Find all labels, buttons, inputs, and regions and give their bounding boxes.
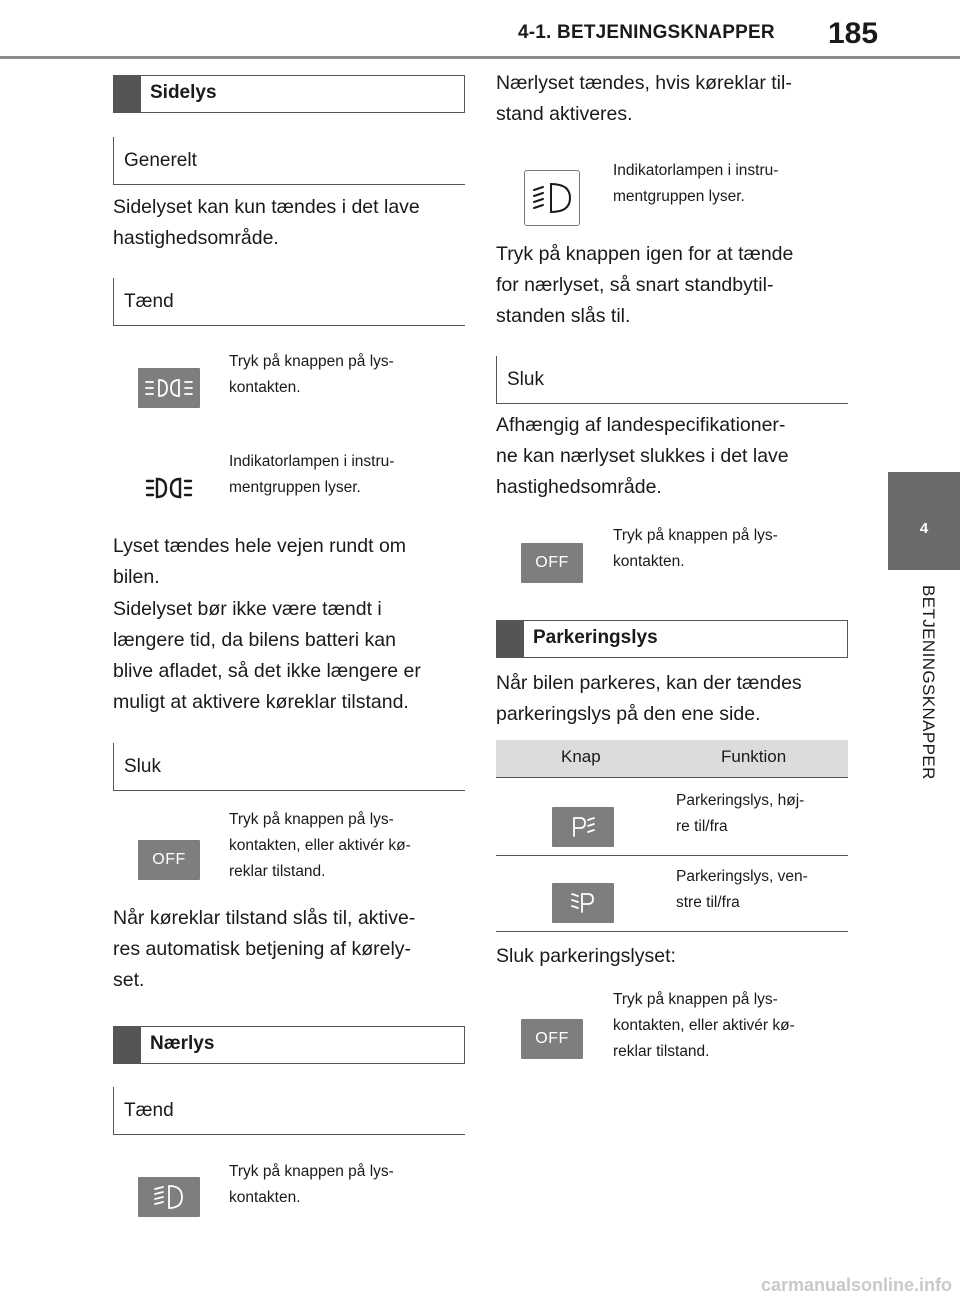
text-line: Tryk på knappen på lys- [613, 991, 778, 1008]
auto-operation-paragraph: Når køreklar tilstand slås til, aktive- … [113, 903, 473, 996]
off-button-icon: OFF [138, 840, 200, 880]
side-light-indicator-icon [145, 474, 195, 504]
text-line: Nærlyset tændes, hvis køreklar til- [496, 72, 792, 94]
text-line: Sidelyset bør ikke være tændt i [113, 598, 382, 620]
text-line: set. [113, 969, 145, 991]
text-line: mentgruppen lyser. [229, 479, 361, 496]
text-line: reklar tilstand. [613, 1043, 710, 1060]
text-line: Tryk på knappen på lys- [229, 353, 394, 370]
text-line: stre til/fra [676, 894, 740, 911]
side-light-button-icon [138, 368, 200, 408]
text-line: Tryk på knappen på lys- [229, 811, 394, 828]
parking-off-text: Tryk på knappen på lys- kontakten, eller… [613, 987, 795, 1065]
section-heading-parkeringslys: Parkeringslys [496, 620, 848, 658]
text-line: Når bilen parkeres, kan der tændes [496, 672, 802, 694]
text-line: Når køreklar tilstand slås til, aktive- [113, 907, 416, 929]
text-line: mentgruppen lyser. [613, 188, 745, 205]
text-line: Tryk på knappen igen for at tænde [496, 243, 794, 265]
text-line: Indikatorlampen i instru- [613, 162, 779, 179]
low-beam-press-text: Tryk på knappen på lys- kontakten. [229, 1159, 394, 1211]
text-line: Parkeringslys, høj- [676, 792, 805, 809]
section-title: Parkeringslys [533, 627, 658, 648]
parking-light-right-icon [552, 807, 614, 847]
text-line: Sluk parkeringslyset: [496, 945, 676, 967]
parking-paragraph: Når bilen parkeres, kan der tændes parke… [496, 668, 856, 730]
text-line: kontakten. [229, 379, 301, 396]
text-line: hastighedsområde. [496, 476, 662, 498]
column-header-funktion: Funktion [721, 747, 787, 766]
side-light-off-text: Tryk på knappen på lys- kontakten, eller… [229, 807, 411, 885]
generelt-paragraph: Sidelyset kan kun tændes i det lave hast… [113, 192, 473, 254]
country-spec-paragraph: Afhængig af landespecifikationer- ne kan… [496, 410, 856, 503]
text-line: kontakten, eller aktivér kø- [613, 1017, 795, 1034]
text-line: stand aktiveres. [496, 103, 633, 125]
subheading-taend-naerlys: Tænd [113, 1087, 465, 1135]
parking-light-left-icon [552, 883, 614, 923]
table-bottom-rule [496, 931, 848, 932]
text-line: længere tid, da bilens batteri kan [113, 629, 396, 651]
section-heading-naerlys: Nærlys [113, 1026, 465, 1064]
text-line: Afhængig af landespecifikationer- [496, 414, 786, 436]
column-header-knap: Knap [561, 747, 601, 766]
subheading-taend: Tænd [113, 278, 465, 326]
text-line: kontakten. [229, 1189, 301, 1206]
chapter-tab-label: BETJENINGSKNAPPER [919, 585, 938, 780]
off-button-icon: OFF [521, 1019, 583, 1059]
text-line: hastighedsområde. [113, 227, 279, 249]
header-rule [0, 56, 960, 59]
battery-warning-paragraph: Sidelyset bør ikke være tændt i længere … [113, 594, 473, 718]
subheading-generelt: Generelt [113, 137, 465, 185]
running-header: 4-1. BETJENINGSKNAPPER [518, 22, 775, 43]
subheading-sluk: Sluk [113, 743, 465, 791]
text-line: ne kan nærlyset slukkes i det lave [496, 445, 789, 467]
parking-off-heading: Sluk parkeringslyset: [496, 941, 856, 972]
section-marker [497, 621, 524, 657]
text-line: Lyset tændes hele vejen rundt om [113, 535, 407, 557]
low-beam-button-icon [138, 1177, 200, 1217]
text-line: Tryk på knappen på lys- [613, 527, 778, 544]
section-title: Sidelys [150, 82, 217, 103]
text-line: bilen. [113, 566, 160, 588]
low-beam-off-text: Tryk på knappen på lys- kontakten. [613, 523, 778, 575]
text-line: Sidelyset kan kun tændes i det lave [113, 196, 420, 218]
text-line: for nærlyset, så snart standbytil- [496, 274, 774, 296]
section-title: Nærlys [150, 1033, 215, 1054]
low-beam-intro-paragraph: Nærlyset tændes, hvis køreklar til- stan… [496, 68, 856, 130]
section-marker [114, 1027, 141, 1063]
text-line: kontakten. [613, 553, 685, 570]
subheading-label: Sluk [507, 369, 544, 390]
subheading-sluk-naerlys: Sluk [496, 356, 848, 404]
subheading-label: Tænd [124, 1100, 174, 1121]
page-number: 185 [828, 17, 879, 50]
standby-paragraph: Tryk på knappen igen for at tænde for næ… [496, 239, 856, 332]
off-button-icon: OFF [521, 543, 583, 583]
text-line: standen slås til. [496, 305, 631, 327]
chapter-tab: 4 [888, 472, 960, 570]
text-line: reklar tilstand. [229, 863, 326, 880]
side-light-indicator-text: Indikatorlampen i instru- mentgruppen ly… [229, 449, 394, 501]
text-line: Indikatorlampen i instru- [229, 453, 395, 470]
subheading-label: Generelt [124, 150, 197, 171]
text-line: Parkeringslys, ven- [676, 868, 808, 885]
side-light-press-text: Tryk på knappen på lys- kontakten. [229, 349, 394, 401]
text-line: muligt at aktivere køreklar tilstand. [113, 691, 409, 713]
watermark: carmanualsonline.info [760, 1275, 952, 1295]
section-heading-sidelys: Sidelys [113, 75, 465, 113]
low-beam-indicator-text: Indikatorlampen i instru- mentgruppen ly… [613, 158, 778, 210]
text-line: re til/fra [676, 818, 728, 835]
text-line: res automatisk betjening af kørely- [113, 938, 412, 960]
subheading-label: Tænd [124, 291, 174, 312]
table-row-2-function: Parkeringslys, ven- stre til/fra [676, 864, 808, 916]
text-line: blive afladet, så det ikke længere er [113, 660, 421, 682]
text-line: kontakten, eller aktivér kø- [229, 837, 411, 854]
text-line: parkeringslys på den ene side. [496, 703, 761, 725]
low-beam-indicator-icon [524, 170, 580, 226]
table-header: Knap Funktion [496, 740, 848, 778]
table-row-1-function: Parkeringslys, høj- re til/fra [676, 788, 804, 840]
all-around-paragraph: Lyset tændes hele vejen rundt om bilen. [113, 531, 473, 593]
subheading-label: Sluk [124, 756, 161, 777]
text-line: Tryk på knappen på lys- [229, 1163, 394, 1180]
section-marker [114, 76, 141, 112]
table-row-divider [496, 855, 848, 856]
